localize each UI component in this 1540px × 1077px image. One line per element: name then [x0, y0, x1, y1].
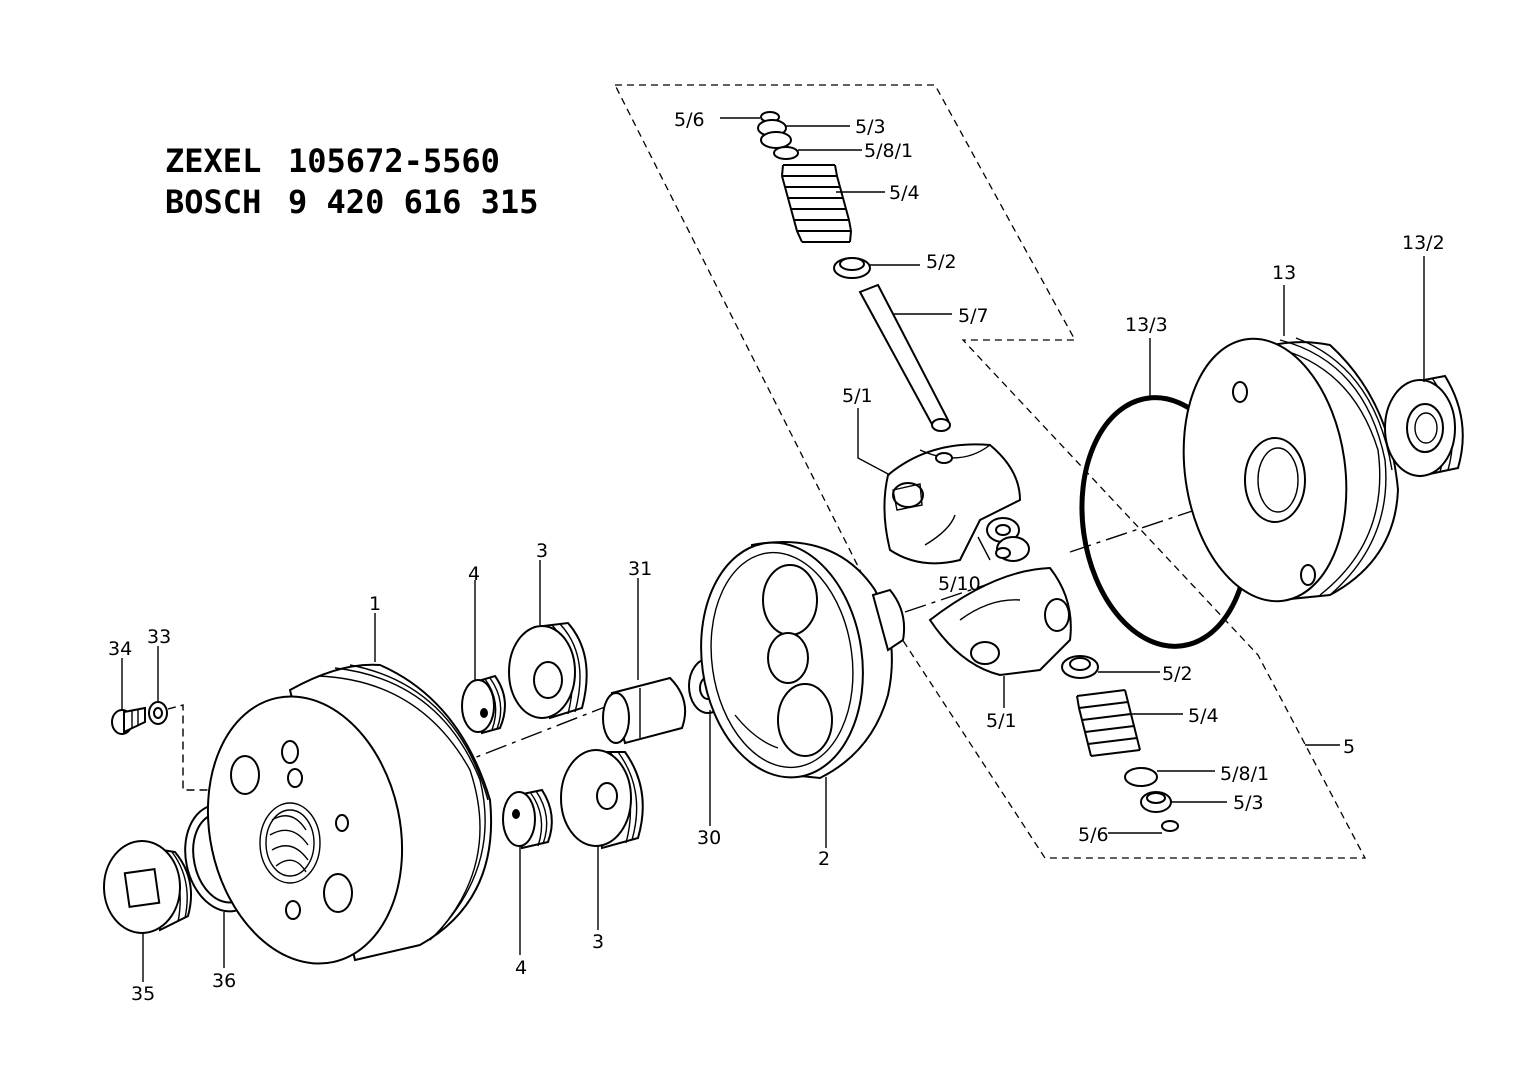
label-5-6-top: 5/6 — [674, 109, 705, 131]
label-5-8-1-top: 5/8/1 — [864, 140, 913, 162]
label-33: 33 — [147, 626, 171, 648]
label-5: 5 — [1343, 736, 1355, 758]
label-34: 34 — [108, 638, 132, 660]
plate-2 — [700, 541, 906, 780]
bosch-brand: BOSCH — [165, 183, 261, 221]
title-block: ZEXEL 105672-5560 BOSCH 9 420 616 315 — [165, 142, 538, 221]
valve-stack-lower — [1061, 655, 1179, 832]
slipper-5-1-upper — [883, 443, 1022, 565]
bosch-part-number: 9 420 616 315 — [288, 183, 538, 221]
bearing-13-2 — [1384, 374, 1464, 478]
circlip-5-6-lower — [1161, 820, 1179, 832]
sleeve-31 — [602, 676, 686, 745]
label-3-bottom: 3 — [592, 931, 604, 953]
piston-4-upper — [461, 674, 506, 735]
label-13: 13 — [1272, 262, 1296, 284]
washer-33 — [148, 701, 168, 725]
piston-4-lower — [502, 788, 553, 850]
spring-5-4-upper — [780, 164, 853, 243]
valve-stack-upper — [757, 111, 951, 432]
washer-5-8-1-upper — [773, 146, 799, 160]
label-5-10: 5/10 — [938, 573, 981, 595]
cover-13 — [1182, 337, 1400, 603]
label-5-8-1-bottom: 5/8/1 — [1220, 763, 1269, 785]
label-5-2-top: 5/2 — [926, 251, 957, 273]
cup-3-upper — [508, 621, 588, 720]
slipper-5-1-lower — [928, 566, 1072, 677]
assembly-5-boundary — [613, 84, 1367, 859]
spring-5-4-lower — [1076, 689, 1141, 757]
label-5-7: 5/7 — [958, 305, 989, 327]
zexel-brand: ZEXEL — [165, 142, 261, 180]
label-31: 31 — [628, 558, 652, 580]
label-13-2: 13/2 — [1402, 232, 1445, 254]
label-35: 35 — [131, 983, 155, 1005]
housing-1 — [206, 663, 493, 965]
callout-labels: 34 33 1 4 3 31 30 2 35 36 4 3 5/6 5/3 5/… — [108, 109, 1445, 1005]
label-3-top: 3 — [536, 540, 548, 562]
zexel-part-number: 105672-5560 — [288, 142, 500, 180]
label-30: 30 — [697, 827, 721, 849]
label-1: 1 — [369, 593, 381, 615]
washer-5-8-1-lower — [1124, 767, 1158, 787]
label-5-3-top: 5/3 — [855, 116, 886, 138]
label-5-1-top: 5/1 — [842, 385, 873, 407]
label-5-3-bottom: 5/3 — [1233, 792, 1264, 814]
label-13-3: 13/3 — [1125, 314, 1168, 336]
label-5-2-bottom: 5/2 — [1162, 663, 1193, 685]
label-4-bottom: 4 — [515, 957, 527, 979]
label-5-6-bottom: 5/6 — [1078, 824, 1109, 846]
screw-34 — [111, 706, 146, 735]
pin-5-7 — [858, 283, 951, 432]
cup-3-lower — [560, 749, 644, 850]
label-36: 36 — [212, 970, 236, 992]
label-5-4-top: 5/4 — [889, 182, 920, 204]
rollers-5-10 — [977, 517, 1030, 562]
plug-35 — [103, 840, 192, 934]
label-4-top: 4 — [468, 563, 480, 585]
screw-axis — [167, 704, 212, 791]
leader-lines — [121, 117, 1425, 982]
label-2: 2 — [818, 848, 830, 870]
label-5-4-bottom: 5/4 — [1188, 705, 1219, 727]
label-5-1-bottom: 5/1 — [986, 710, 1017, 732]
